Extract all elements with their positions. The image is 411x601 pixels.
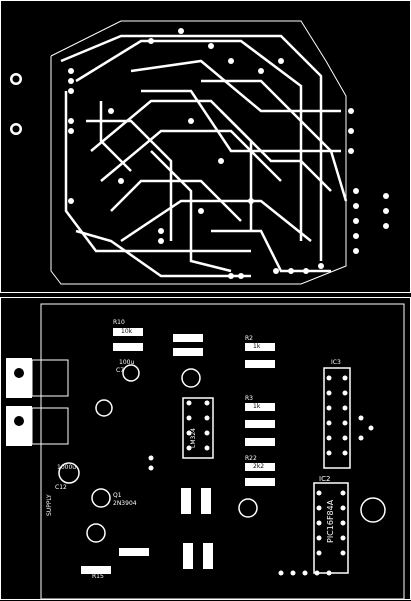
ic4-designator: IC4 bbox=[8, 379, 17, 393]
ic3-designator: IC3 bbox=[331, 359, 341, 366]
ic1-part: LM324 bbox=[190, 428, 197, 448]
r2-designator: R2 bbox=[245, 335, 253, 342]
r3-designator: R3 bbox=[245, 395, 253, 402]
ic5-designator: IC5 bbox=[8, 426, 17, 440]
r3-value: 1k bbox=[253, 403, 261, 410]
q1-designator: Q1 bbox=[113, 492, 122, 499]
r22-value: 2k2 bbox=[253, 463, 265, 470]
r22-designator: R22 bbox=[245, 455, 257, 462]
c12-value: 1000u bbox=[57, 464, 77, 471]
q1-part: 2N3904 bbox=[113, 500, 137, 507]
c7-designator: C7 bbox=[116, 367, 125, 374]
supply-label: SUPPLY bbox=[46, 494, 53, 516]
r15-designator: R15 bbox=[92, 573, 104, 580]
ic2-part: PIC16F84A bbox=[326, 499, 335, 543]
ic2-designator: IC2 bbox=[319, 475, 331, 483]
silkscreen-layer-panel: IC4 IC5 R10 10k R2 1k R3 1k R22 2k2 R15 … bbox=[0, 297, 411, 600]
r10-value: 10k bbox=[121, 328, 133, 335]
r2-value: 1k bbox=[253, 343, 261, 350]
copper-layer-panel bbox=[0, 0, 411, 293]
copper-traces bbox=[10, 20, 389, 285]
c7-value: 100u bbox=[119, 359, 135, 366]
silkscreen-drawing bbox=[6, 303, 405, 600]
c12-designator: C12 bbox=[55, 484, 67, 491]
r10-designator: R10 bbox=[113, 319, 125, 326]
